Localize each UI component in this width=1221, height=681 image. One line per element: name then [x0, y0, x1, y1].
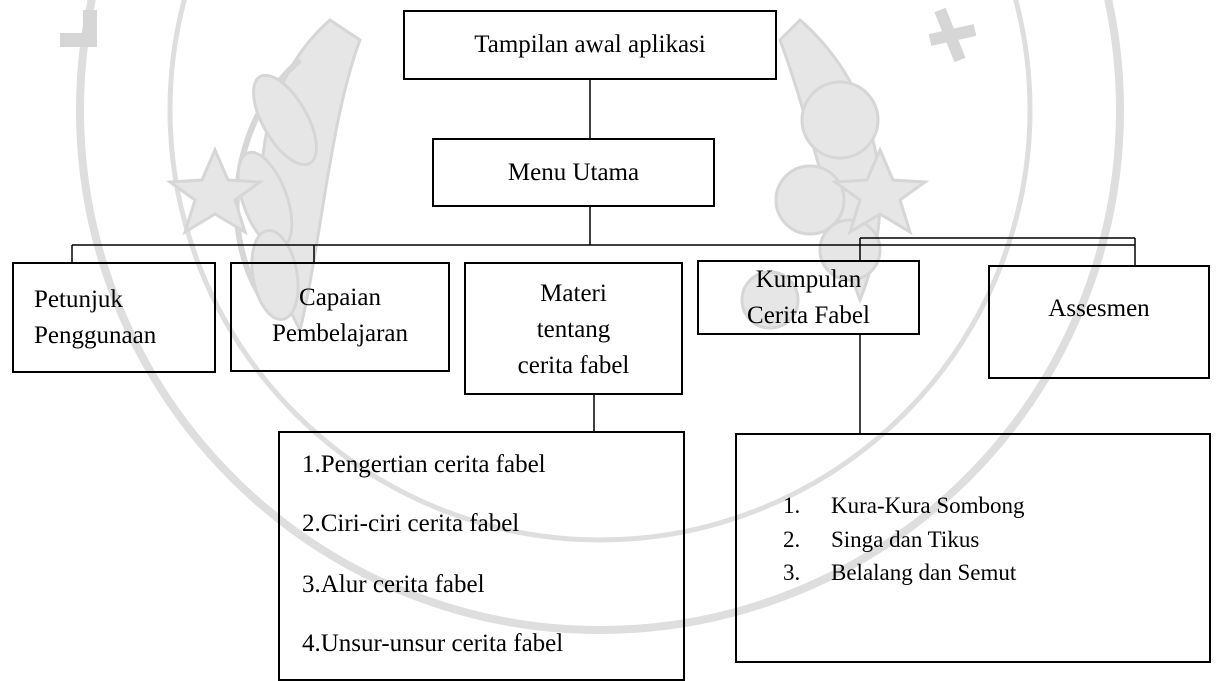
kumpulan-list-title: Singa dan Tikus — [831, 527, 980, 552]
kumpulan-list-title: Kura-Kura Sombong — [831, 493, 1025, 518]
menu-item-assesmen: Assesmen — [988, 265, 1210, 379]
kumpulan-list-number: 2. — [783, 527, 801, 552]
root-label: Tampilan awal aplikasi — [474, 31, 706, 58]
menu-item-capaian: Capaian Pembelajaran — [230, 262, 450, 372]
materi-list-item: 3.Alur cerita fabel — [302, 571, 485, 598]
main-menu-box: Menu Utama — [432, 138, 715, 207]
menu-item-kumpulan: Kumpulan Cerita Fabel — [697, 260, 920, 335]
menu-item-materi: Materi tentang cerita fabel — [464, 262, 683, 395]
menu-item-assesmen-line1: Assesmen — [1048, 295, 1150, 322]
menu-item-materi-line2: tentang — [536, 316, 611, 343]
kumpulan-list-number: 3. — [783, 560, 801, 585]
main-menu-label: Menu Utama — [507, 158, 640, 186]
menu-item-kumpulan-line2: Cerita Fabel — [747, 301, 870, 329]
kumpulan-list-number: 1. — [783, 493, 801, 518]
materi-list-box: 1.Pengertian cerita fabel 2.Ciri-ciri ce… — [278, 431, 685, 681]
menu-item-materi-line3: cerita fabel — [517, 352, 630, 379]
menu-item-petunjuk: Petunjuk Penggunaan — [12, 262, 216, 373]
materi-list-item: 4.Unsur-unsur cerita fabel — [302, 630, 564, 657]
materi-list-item: 2.Ciri-ciri cerita fabel — [302, 510, 520, 537]
menu-item-materi-line1: Materi — [540, 280, 607, 307]
materi-list-item: 1.Pengertian cerita fabel — [302, 451, 546, 478]
menu-item-capaian-line2: Pembelajaran — [271, 320, 409, 347]
kumpulan-list-box: 1. Kura-Kura Sombong 2. Singa dan Tikus … — [735, 433, 1211, 663]
root-box: Tampilan awal aplikasi — [403, 10, 777, 80]
kumpulan-list-title: Belalang dan Semut — [831, 560, 1017, 585]
menu-item-petunjuk-line1: Petunjuk — [34, 285, 123, 313]
menu-item-kumpulan-line1: Kumpulan — [755, 265, 862, 293]
menu-item-capaian-line1: Capaian — [299, 284, 381, 311]
menu-item-petunjuk-line2: Penggunaan — [34, 321, 157, 349]
